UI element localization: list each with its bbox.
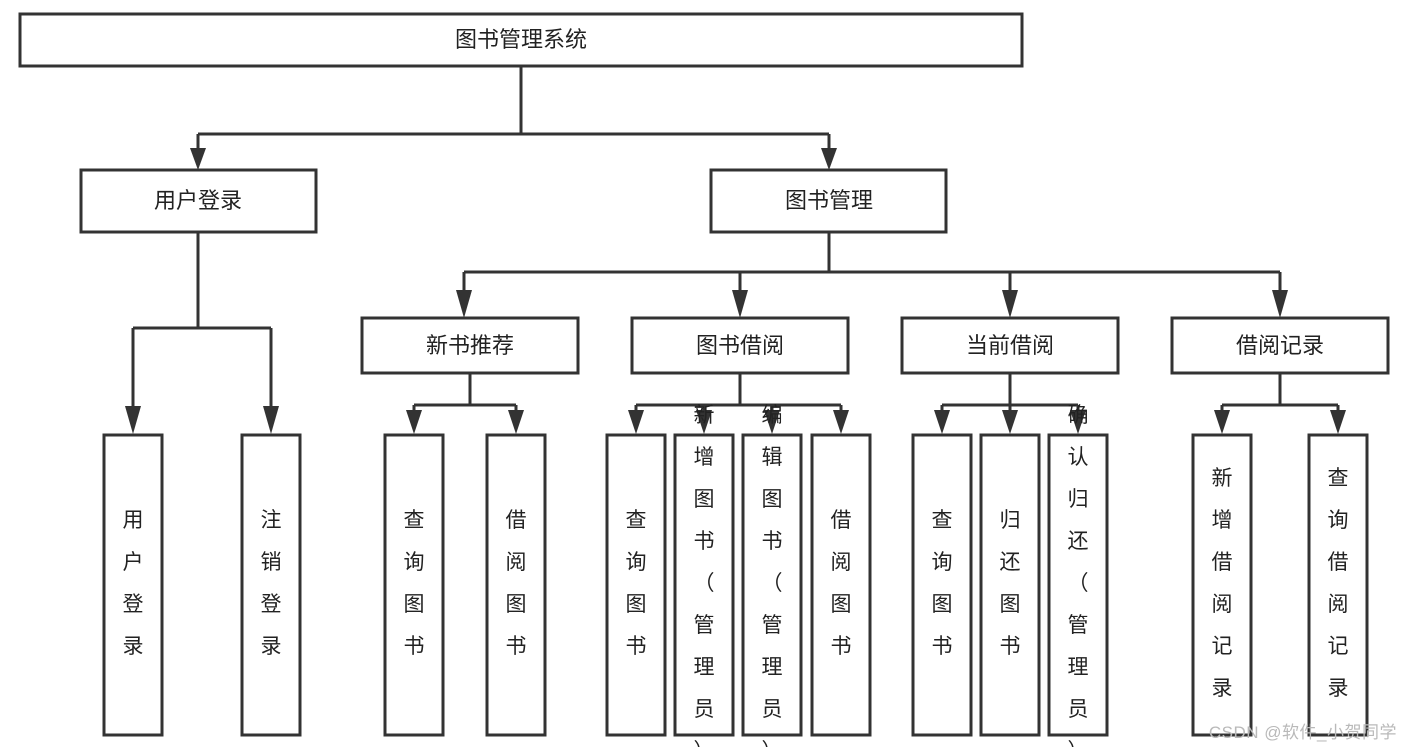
leaf-add-book-label: 新增图书（管理员）: [694, 404, 715, 747]
leaf-query-book-2[interactable]: 查询图书: [605, 433, 667, 737]
arrow-head-new-book-recommend: [456, 290, 472, 318]
leaf-add-record[interactable]: 新增借阅记录: [1191, 433, 1253, 737]
leaf-borrow-book-2-label: 借阅图书: [831, 509, 852, 658]
leaf-edit-book-box[interactable]: [741, 433, 803, 737]
node-book-manage-label: 图书管理: [785, 188, 873, 213]
node-user-login-box[interactable]: [79, 168, 318, 234]
arrow-head-user-login: [190, 148, 206, 170]
leaf-borrow-book-1-label: 借阅图书: [506, 509, 527, 658]
leaf-query-book-3-label: 查询图书: [932, 509, 953, 658]
node-book-manage[interactable]: 图书管理: [709, 168, 948, 234]
leaf-add-book[interactable]: 新增图书（管理员）: [673, 404, 735, 747]
node-new-book-recommend-label: 新书推荐: [426, 333, 514, 358]
leaf-query-book-2-box[interactable]: [605, 433, 667, 737]
arrow-head-leaf-borrow-book-1: [508, 410, 524, 434]
arrow-head-book-manage: [821, 148, 837, 170]
node-current-borrow-label: 当前借阅: [966, 333, 1054, 358]
leaf-confirm-return-box[interactable]: [1047, 433, 1109, 737]
node-borrow-record-label: 借阅记录: [1236, 333, 1324, 358]
arrow-head-borrow-record: [1272, 290, 1288, 318]
leaf-add-record-label: 新增借阅记录: [1212, 467, 1233, 700]
leaf-query-book-3[interactable]: 查询图书: [911, 433, 973, 737]
leaf-user-logout[interactable]: 注销登录: [240, 433, 302, 737]
node-root-label: 图书管理系统: [455, 27, 587, 52]
arrow-head-leaf-add-book: [696, 410, 712, 434]
node-borrow-record[interactable]: 借阅记录: [1170, 316, 1390, 375]
leaf-return-book-label: 归还图书: [1000, 509, 1021, 658]
leaf-add-book-box[interactable]: [673, 433, 735, 737]
leaf-return-book-box[interactable]: [979, 433, 1041, 737]
leaf-user-login-label: 用户登录: [123, 509, 144, 658]
arrow-head-leaf-user-logout: [263, 406, 279, 434]
leaf-user-login[interactable]: 用户登录: [102, 433, 164, 737]
leaf-borrow-book-2-box[interactable]: [810, 433, 872, 737]
arrow-head-current-borrow: [1002, 290, 1018, 318]
leaf-query-record[interactable]: 查询借阅记录: [1307, 433, 1369, 737]
node-user-login-label: 用户登录: [154, 188, 242, 213]
leaf-confirm-return-label: 确认归还（管理员）: [1068, 404, 1089, 747]
leaf-query-record-label: 查询借阅记录: [1328, 467, 1349, 700]
node-book-borrow[interactable]: 图书借阅: [630, 316, 850, 375]
node-book-manage-box[interactable]: [709, 168, 948, 234]
csdn-watermark: CSDN @软件_小贺同学: [1208, 723, 1397, 742]
arrow-head-leaf-borrow-book-2: [833, 410, 849, 434]
connector-layer: [125, 66, 1346, 434]
leaf-query-book-1-box[interactable]: [383, 433, 445, 737]
node-current-borrow-box[interactable]: [900, 316, 1120, 375]
node-new-book-recommend-box[interactable]: [360, 316, 580, 375]
arrow-head-leaf-add-record: [1214, 410, 1230, 434]
leaf-edit-book-label: 编辑图书（管理员）: [762, 404, 783, 747]
arrow-head-book-borrow: [732, 290, 748, 318]
leaf-user-logout-label: 注销登录: [261, 509, 282, 658]
arrow-head-leaf-user-login: [125, 406, 141, 434]
leaf-borrow-book-1[interactable]: 借阅图书: [485, 433, 547, 737]
node-current-borrow[interactable]: 当前借阅: [900, 316, 1120, 375]
arrow-head-leaf-edit-book: [764, 410, 780, 434]
arrow-head-leaf-query-book-2: [628, 410, 644, 434]
leaf-user-logout-box[interactable]: [240, 433, 302, 737]
leaf-borrow-book-2[interactable]: 借阅图书: [810, 433, 872, 737]
node-book-borrow-box[interactable]: [630, 316, 850, 375]
leaf-confirm-return[interactable]: 确认归还（管理员）: [1047, 404, 1109, 747]
arrow-head-leaf-confirm-return: [1070, 410, 1086, 434]
node-root-box[interactable]: [18, 12, 1024, 68]
arrow-head-leaf-return-book: [1002, 410, 1018, 434]
leaf-query-book-2-label: 查询图书: [626, 509, 647, 658]
leaf-query-record-box[interactable]: [1307, 433, 1369, 737]
node-root[interactable]: 图书管理系统: [18, 12, 1024, 68]
leaf-query-book-1[interactable]: 查询图书: [383, 433, 445, 737]
leaf-user-login-box[interactable]: [102, 433, 164, 737]
leaf-query-book-1-label: 查询图书: [404, 509, 425, 658]
arrow-head-leaf-query-book-1: [406, 410, 422, 434]
arrow-head-leaf-query-book-3: [934, 410, 950, 434]
node-borrow-record-box[interactable]: [1170, 316, 1390, 375]
leaf-borrow-book-1-box[interactable]: [485, 433, 547, 737]
node-book-borrow-label: 图书借阅: [696, 333, 784, 358]
leaf-edit-book[interactable]: 编辑图书（管理员）: [741, 404, 803, 747]
leaf-return-book[interactable]: 归还图书: [979, 433, 1041, 737]
leaf-query-book-3-box[interactable]: [911, 433, 973, 737]
node-new-book-recommend[interactable]: 新书推荐: [360, 316, 580, 375]
node-user-login[interactable]: 用户登录: [79, 168, 318, 234]
arrow-head-leaf-query-record: [1330, 410, 1346, 434]
leaf-add-record-box[interactable]: [1191, 433, 1253, 737]
